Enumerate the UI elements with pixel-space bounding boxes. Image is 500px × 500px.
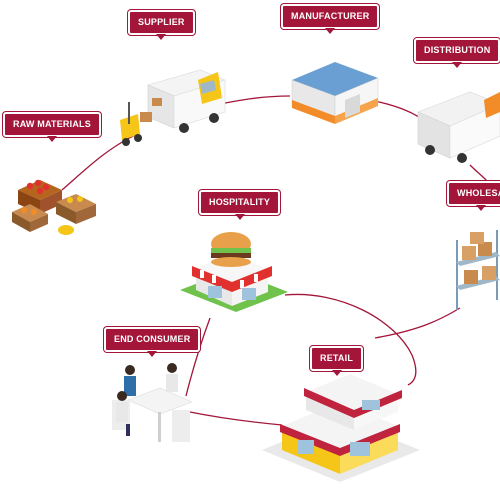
connector-hospitality-to-consumer: [185, 317, 211, 397]
raw-materials-label: RAW MATERIALS: [3, 112, 101, 142]
connector-hospitality-to-retail: [284, 293, 417, 386]
produce-crates-icon: [12, 179, 96, 235]
wholesale-label: WHOLESA: [447, 181, 500, 211]
end-consumer-label: END CONSUMER: [104, 327, 201, 357]
burger-shop-icon: [180, 232, 288, 312]
shopping-mall-icon: [262, 374, 420, 482]
truck-forklift-icon: [120, 69, 226, 146]
distribution-label: DISTRIBUTION: [414, 38, 500, 68]
connector-wholesale-to-retail: [374, 307, 461, 339]
connector-consumer-to-retail: [189, 411, 283, 426]
diners-table-icon: [112, 363, 193, 442]
shelving-boxes-icon: [456, 230, 500, 310]
supplier-label: SUPPLIER: [128, 10, 195, 40]
lorry-icon: [417, 91, 500, 163]
warehouse-icon: [291, 62, 379, 124]
manufacturer-label: MANUFACTURER: [281, 4, 380, 34]
hospitality-label: HOSPITALITY: [199, 190, 281, 220]
retail-label: RETAIL: [310, 346, 364, 376]
